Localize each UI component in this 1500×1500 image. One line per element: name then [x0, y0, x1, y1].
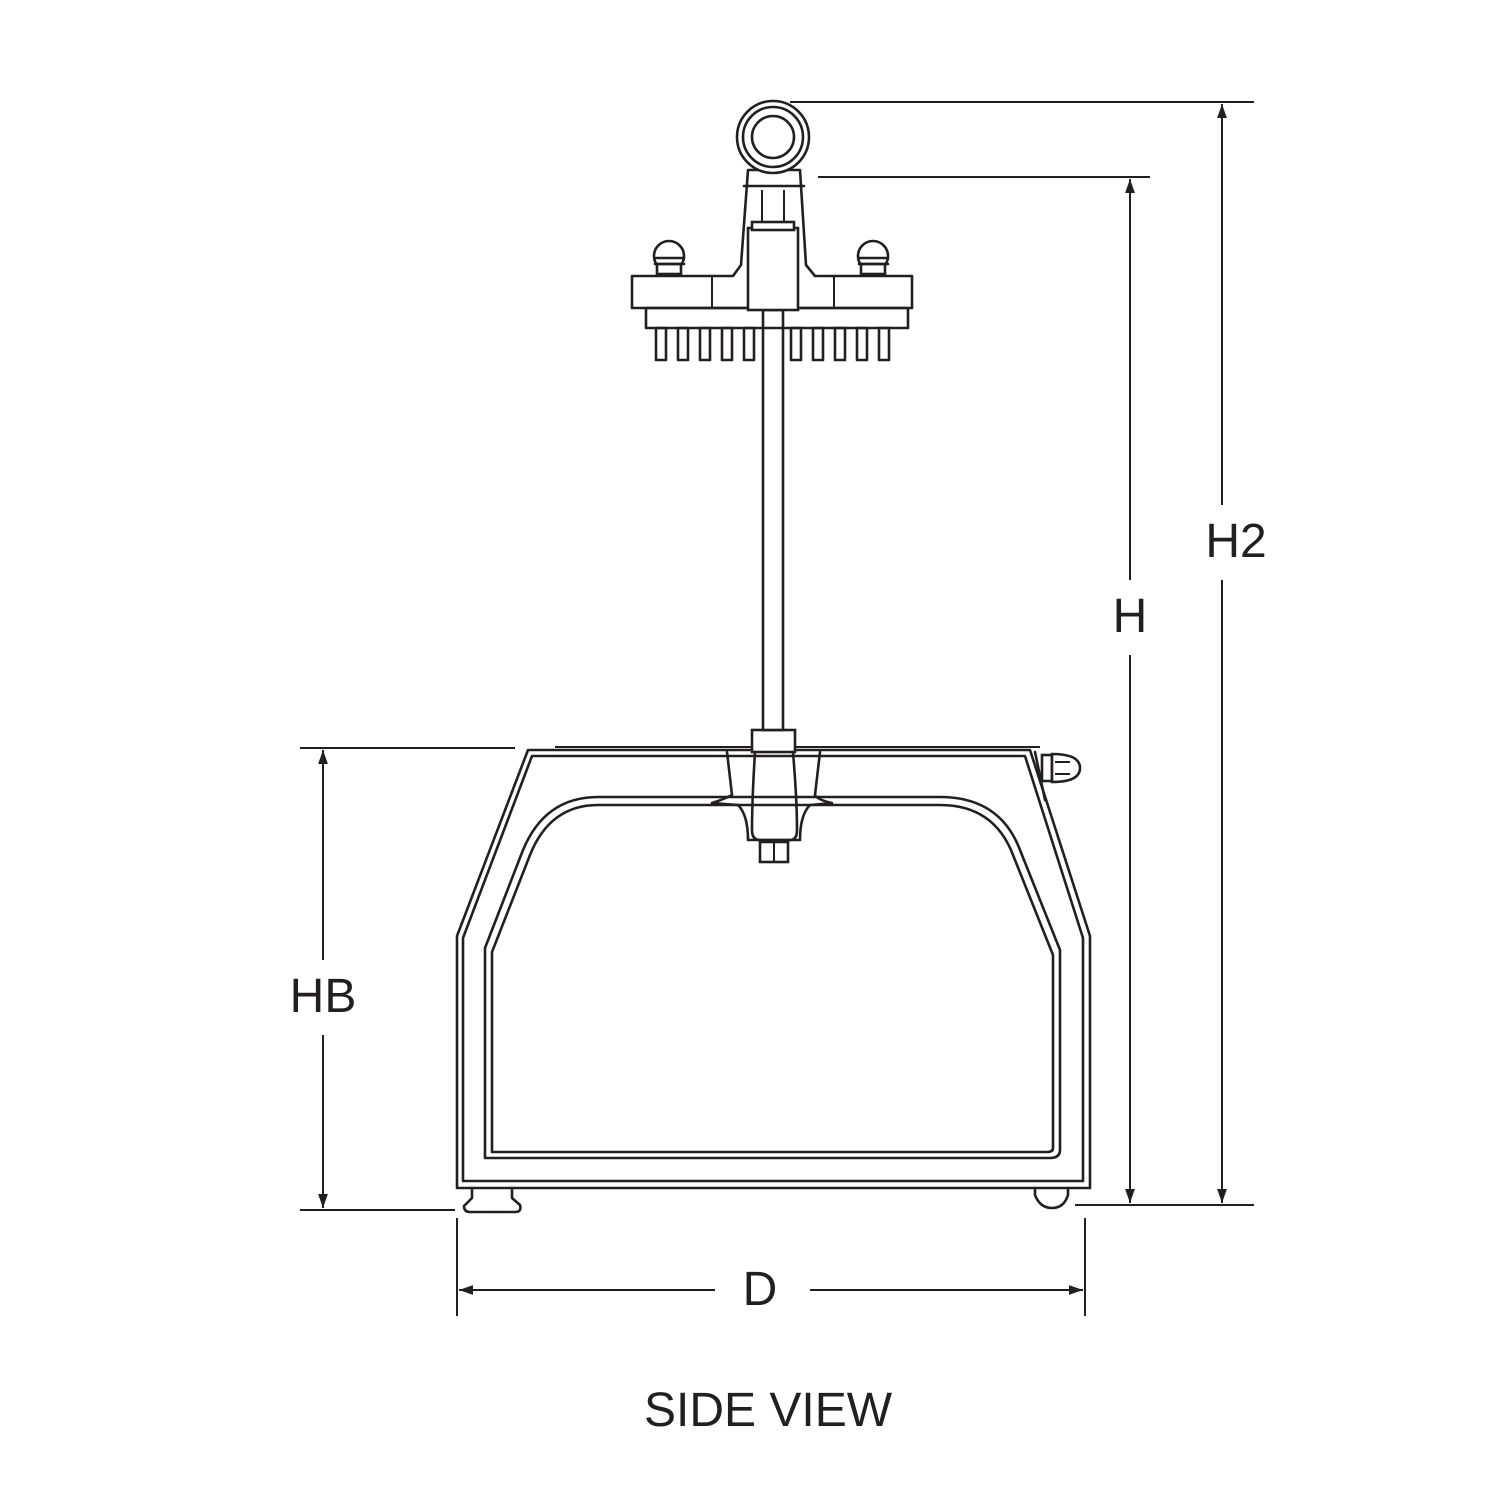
dimension-label-d: D: [736, 1266, 784, 1314]
center-hub: [710, 728, 834, 864]
extension-lines: [300, 101, 1254, 1316]
dimension-label-hb: HB: [289, 969, 357, 1025]
drawing-caption: SIDE VIEW: [643, 1383, 893, 1439]
base-frame: [455, 746, 1092, 1214]
dimension-label-h: H: [1112, 589, 1148, 645]
top-head-assembly: [630, 99, 914, 362]
dimension-label-h2: H2: [1205, 514, 1267, 570]
vertical-rod: [761, 308, 785, 732]
lifting-ring: [735, 99, 811, 175]
